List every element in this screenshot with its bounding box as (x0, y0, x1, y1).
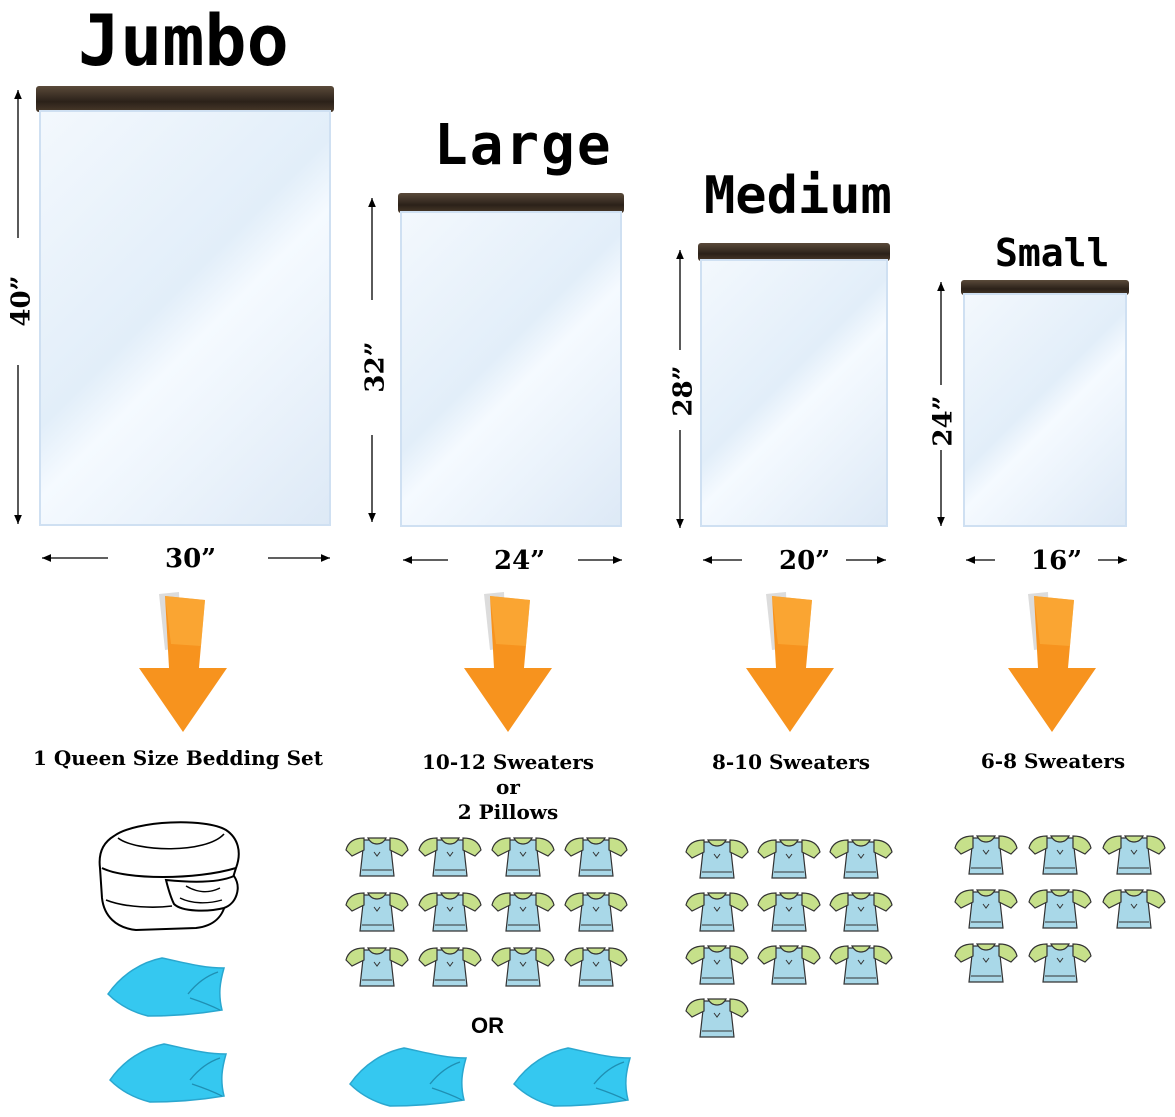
sweater-icon (953, 938, 1019, 986)
jumbo-bag (36, 86, 334, 526)
pillow-icon (107, 957, 225, 1017)
jumbo-title: Jumbo (78, 0, 289, 82)
down-arrow-icon (464, 592, 552, 732)
folded-comforter-icon (98, 821, 240, 932)
sweater-icon (563, 887, 629, 935)
down-arrow-icon (746, 592, 834, 732)
sweater-icon (490, 832, 556, 880)
small-height-label: 24” (928, 395, 959, 447)
sweater-icon (490, 887, 556, 935)
sweater-icon (828, 834, 894, 882)
pillow-icon (109, 1043, 227, 1103)
medium-width-label: 20” (779, 546, 831, 576)
sweater-icon (490, 942, 556, 990)
sweater-icon (828, 887, 894, 935)
sweater-icon (953, 830, 1019, 878)
medium-title: Medium (704, 166, 892, 226)
sweater-icon (563, 942, 629, 990)
small-bag (961, 280, 1129, 527)
medium-capacity-text: 8-10 Sweaters (711, 750, 871, 774)
down-arrow-icon (139, 592, 227, 732)
large-bag (398, 193, 624, 527)
pillow-icon (349, 1047, 467, 1107)
sweater-icon (1027, 884, 1093, 932)
sweater-icon (417, 832, 483, 880)
sweater-icon (756, 834, 822, 882)
sweater-icon (344, 887, 410, 935)
sweater-icon (684, 940, 750, 988)
small-width-label: 16” (1031, 546, 1083, 576)
sweater-icon (684, 834, 750, 882)
large-height-label: 32” (360, 341, 391, 393)
sweater-icon (953, 884, 1019, 932)
medium-height-label: 28” (668, 365, 699, 417)
sweater-icon (1027, 938, 1093, 986)
sweater-icon (756, 887, 822, 935)
pillow-icon (513, 1047, 631, 1107)
sweater-icon (684, 887, 750, 935)
small-capacity-text: 6-8 Sweaters (980, 749, 1126, 773)
sweater-icon (828, 940, 894, 988)
small-sweater-grid (953, 830, 1173, 990)
jumbo-width-label: 30” (165, 544, 217, 574)
sweater-icon (756, 940, 822, 988)
sweater-icon (344, 832, 410, 880)
sweater-icon (563, 832, 629, 880)
sweater-icon (684, 993, 750, 1041)
sweater-icon (1101, 830, 1167, 878)
medium-bag (698, 243, 890, 527)
down-arrow-icon (1008, 592, 1096, 732)
medium-sweater-grid (684, 834, 894, 1044)
or-label: OR (471, 1013, 504, 1038)
large-capacity-line1: 10-12 Sweaters (421, 750, 595, 774)
jumbo-height-label: 40” (6, 275, 37, 327)
sweater-icon (417, 887, 483, 935)
small-title: Small (995, 231, 1110, 275)
sweater-icon (1027, 830, 1093, 878)
sweater-icon (1101, 884, 1167, 932)
sweater-icon (417, 942, 483, 990)
jumbo-capacity-text: 1 Queen Size Bedding Set (33, 746, 323, 770)
large-capacity-line2: or (496, 775, 520, 799)
sweater-icon (344, 942, 410, 990)
large-sweater-grid (344, 832, 628, 1002)
large-title: Large (434, 113, 613, 178)
large-capacity-line3: 2 Pillows (457, 800, 559, 824)
large-width-label: 24” (494, 546, 546, 576)
